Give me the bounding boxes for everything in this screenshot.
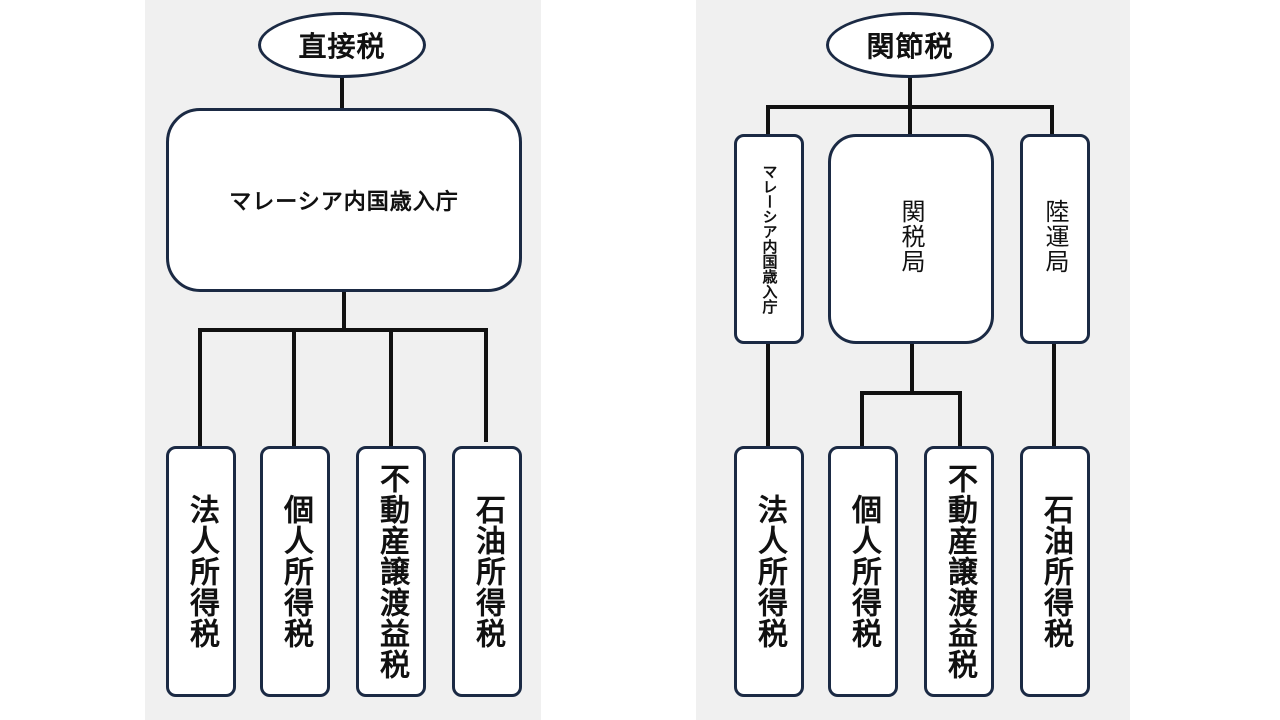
tax-label: 法人所得税 [184,494,219,649]
tax-box-real-property-gains-right: 不動産譲渡益税 [924,446,994,697]
authority-label: マレーシア内国歳入庁 [760,164,779,314]
direct-tax-title-text: 直接税 [298,30,386,63]
tax-box-individual-right: 個人所得税 [828,446,898,697]
authority-box-road-transport: 陸運局 [1020,134,1090,344]
authority-label: 関税局 [897,199,925,274]
tax-box-real-property-gains: 不動産譲渡益税 [356,446,426,697]
tax-box-petroleum: 石油所得税 [452,446,522,697]
direct-tax-title: 直接税 [258,12,426,78]
tax-box-petroleum-right: 石油所得税 [1020,446,1090,697]
tax-label: 個人所得税 [278,494,313,649]
tax-label: 石油所得税 [1038,494,1073,649]
tax-label: 法人所得税 [752,494,787,649]
tax-label: 個人所得税 [846,494,881,649]
tax-box-corporate-right: 法人所得税 [734,446,804,697]
authority-label: 陸運局 [1041,199,1069,274]
authority-box-irb-small: マレーシア内国歳入庁 [734,134,804,344]
tax-box-individual: 個人所得税 [260,446,330,697]
tax-label: 石油所得税 [470,494,505,649]
tax-box-corporate: 法人所得税 [166,446,236,697]
tax-label: 不動産譲渡益税 [374,463,409,680]
authority-label: マレーシア内国歳入庁 [229,190,459,215]
authority-box-irb: マレーシア内国歳入庁 [166,108,522,292]
indirect-tax-title: 関節税 [826,12,994,78]
indirect-tax-title-text: 関節税 [866,30,954,63]
tax-label: 不動産譲渡益税 [942,463,977,680]
authority-box-customs: 関税局 [828,134,994,344]
